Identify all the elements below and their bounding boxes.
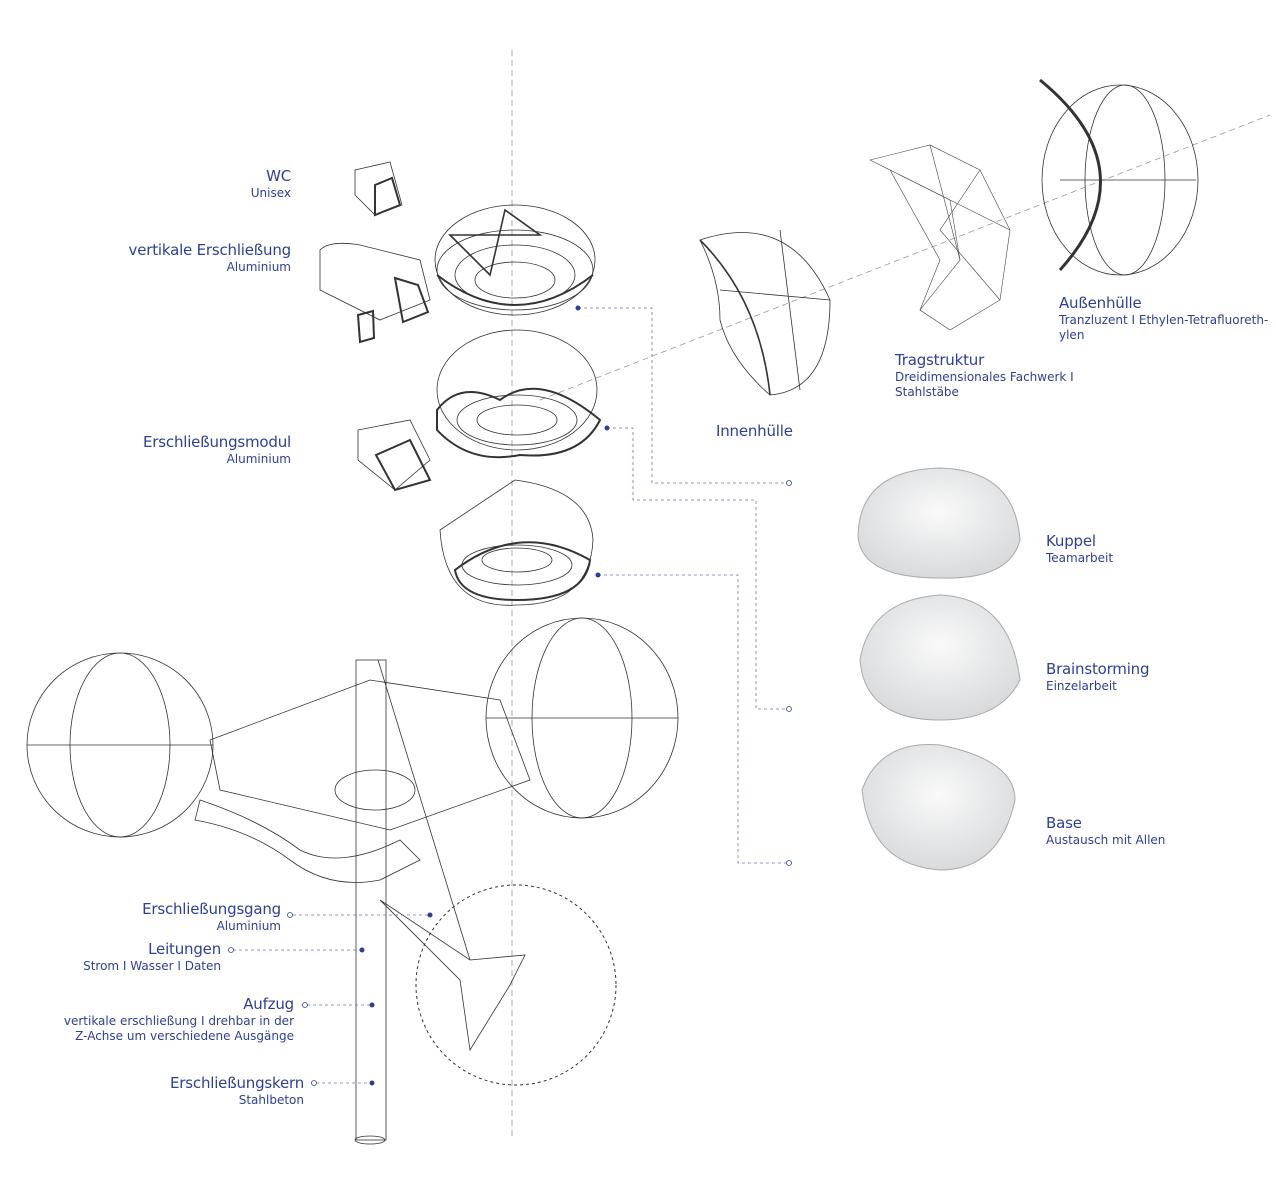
leader-end-circles [228, 480, 792, 1086]
label-title: Außenhülle [1059, 294, 1142, 312]
inner-shell [699, 229, 831, 396]
label-title: Brainstorming [1046, 660, 1150, 678]
label-title: Erschließungskern [170, 1074, 304, 1092]
label-title: WC [266, 167, 291, 185]
outer-shell [1039, 78, 1199, 276]
label-sub: Tranzluzent I Ethylen-Tetrafluoreth- [1059, 312, 1269, 327]
leader-dots [359, 305, 610, 1086]
brainstorming-module [436, 329, 602, 459]
label-sub: Aluminium [216, 918, 281, 933]
kuppel-render [857, 467, 1021, 579]
wc-and-access-modules [319, 161, 432, 492]
leader-lines [233, 307, 786, 1084]
label-innen: Innenhülle [716, 422, 793, 441]
label-sub: Aluminium [226, 259, 291, 274]
tower-structure [26, 617, 679, 1145]
label-title: Erschließungsmodul [143, 433, 291, 451]
label-title: Base [1046, 814, 1082, 832]
label-title: Erschließungsgang [142, 900, 281, 918]
label-sub: Stahlbeton [238, 1092, 304, 1107]
label-sub: ylen [1059, 327, 1085, 342]
label-sub: Unisex [250, 185, 291, 200]
label-title: Aufzug [243, 995, 294, 1013]
brainstorming-render [859, 594, 1021, 721]
label-sub: Dreidimensionales Fachwerk I [895, 369, 1074, 384]
label-sub: Stahlstäbe [895, 384, 959, 399]
label-sub: Austausch mit Allen [1046, 832, 1166, 847]
label-title: vertikale Erschließung [128, 241, 292, 259]
label-sub: Z-Achse um verschiedene Ausgänge [75, 1028, 294, 1043]
rotation-radius-circle [415, 884, 617, 1086]
label-sub: Aluminium [226, 451, 291, 466]
base-render [861, 744, 1016, 871]
base-module [439, 479, 594, 606]
label-sub: Strom I Wasser I Daten [83, 958, 221, 973]
label-title: Leitungen [148, 940, 221, 958]
horizontal-axis-line [539, 114, 1271, 401]
label-sub: Teamarbeit [1046, 550, 1114, 565]
support-structure [869, 144, 1011, 331]
dome-module [434, 204, 596, 316]
label-title: Kuppel [1046, 532, 1096, 550]
label-title: Tragstruktur [895, 351, 985, 369]
label-title: Innenhülle [716, 422, 793, 440]
label-sub: Einzelarbeit [1046, 678, 1117, 693]
label-sub: vertikale erschließung I drehbar in der [63, 1013, 294, 1028]
